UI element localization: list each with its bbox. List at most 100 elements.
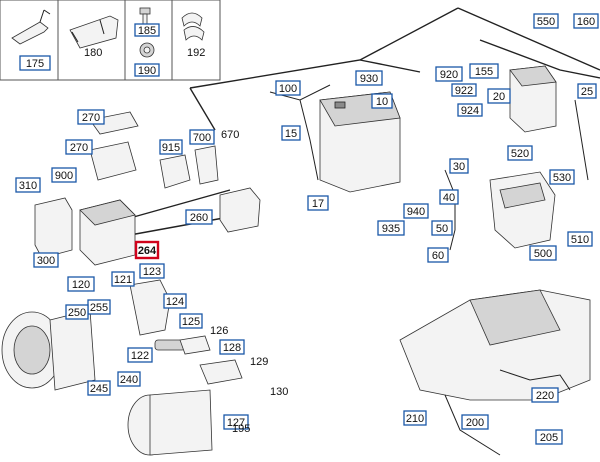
callout-label-255: 255 (90, 302, 108, 314)
callout-123[interactable]: 123 (139, 263, 165, 279)
callout-920[interactable]: 920 (435, 66, 463, 82)
callout-924[interactable]: 924 (457, 103, 483, 117)
callout-label-920: 920 (440, 69, 458, 81)
callout-label-17: 17 (312, 198, 324, 210)
callout-10[interactable]: 10 (371, 93, 393, 109)
starter-drawing (127, 389, 213, 456)
callout-label-260: 260 (190, 212, 208, 224)
callout-frame-17 (307, 195, 329, 211)
callout-frame-200 (461, 414, 489, 430)
callout-frame-10 (371, 93, 393, 109)
callout-155[interactable]: 155 (469, 63, 499, 79)
callout-label-127: 127 (227, 417, 245, 429)
callout-frame-100 (275, 80, 301, 96)
callout-20[interactable]: 20 (487, 88, 511, 104)
callout-270b[interactable]: 270 (65, 139, 93, 155)
callout-915[interactable]: 915 (159, 139, 183, 155)
callout-550[interactable]: 550 (533, 13, 559, 29)
callout-label-15: 15 (285, 128, 297, 140)
callout-200[interactable]: 200 (461, 414, 489, 430)
callout-label-670: 670 (221, 129, 239, 141)
callout-frame-125 (179, 313, 203, 329)
callout-label-300: 300 (37, 255, 55, 267)
callout-270a[interactable]: 270 (77, 109, 105, 125)
callout-label-924: 924 (461, 105, 479, 117)
callout-124[interactable]: 124 (163, 293, 187, 309)
callout-500[interactable]: 500 (529, 245, 557, 261)
callout-frame-924 (457, 103, 483, 117)
callout-510[interactable]: 510 (567, 231, 593, 247)
callout-frame-25 (577, 83, 597, 99)
callout-310[interactable]: 310 (15, 177, 41, 193)
callout-940[interactable]: 940 (403, 203, 429, 219)
callout-label-10: 10 (376, 96, 388, 108)
callout-15[interactable]: 15 (281, 125, 301, 141)
callout-label-195: 195 (232, 423, 250, 435)
callout-185[interactable]: 185 (134, 23, 160, 37)
callout-frame-160 (573, 13, 599, 29)
callout-label-930: 930 (360, 73, 378, 85)
callout-frame-920 (435, 66, 463, 82)
callout-30[interactable]: 30 (449, 158, 469, 174)
callout-frame-300 (33, 252, 59, 268)
callout-160[interactable]: 160 (573, 13, 599, 29)
bracket-175-drawing (11, 9, 51, 45)
callout-frame-40 (439, 189, 459, 205)
callout-120[interactable]: 120 (67, 276, 95, 292)
callout-300[interactable]: 300 (33, 252, 59, 268)
callout-250[interactable]: 250 (65, 304, 89, 320)
relay-270b-drawing (89, 141, 137, 181)
fuse-box-drawing (79, 199, 136, 266)
callout-label-510: 510 (571, 234, 589, 246)
callout-frame-124 (163, 293, 187, 309)
callout-60[interactable]: 60 (427, 247, 449, 263)
callout-128[interactable]: 128 (219, 339, 245, 355)
callout-205[interactable]: 205 (535, 429, 563, 445)
callout-frame-310 (15, 177, 41, 193)
callout-122[interactable]: 122 (127, 347, 153, 363)
callout-label-129: 129 (250, 356, 268, 368)
callout-label-100: 100 (279, 83, 297, 95)
nut-190-drawing (139, 42, 155, 58)
callout-121[interactable]: 121 (111, 271, 135, 287)
callout-label-160: 160 (577, 16, 595, 28)
callout-922[interactable]: 922 (451, 83, 477, 97)
callout-25[interactable]: 25 (577, 83, 597, 99)
callout-930[interactable]: 930 (355, 70, 383, 86)
aux-battery-drawing (509, 65, 557, 133)
callout-40[interactable]: 40 (439, 189, 459, 205)
callout-240[interactable]: 240 (117, 371, 141, 387)
connector-cluster-drawing (179, 335, 243, 385)
callout-530[interactable]: 530 (549, 169, 575, 185)
callout-label-155: 155 (475, 66, 493, 78)
callout-900[interactable]: 900 (51, 167, 77, 183)
callout-label-500: 500 (534, 248, 552, 260)
callout-220[interactable]: 220 (531, 387, 559, 403)
callout-700[interactable]: 700 (189, 129, 215, 145)
callout-127[interactable]: 127 (223, 414, 249, 430)
callout-frame-922 (451, 83, 477, 97)
callout-210[interactable]: 210 (403, 410, 427, 426)
callout-label-123: 123 (143, 266, 161, 278)
callout-label-520: 520 (511, 148, 529, 160)
callout-100[interactable]: 100 (275, 80, 301, 96)
module-915-drawing (159, 154, 191, 189)
callout-frame-550 (533, 13, 559, 29)
callout-175[interactable]: 175 (19, 55, 51, 71)
callout-frame-127 (223, 414, 249, 430)
callout-50[interactable]: 50 (431, 220, 453, 236)
callout-260[interactable]: 260 (185, 209, 213, 225)
callout-264[interactable]: 264 (134, 240, 160, 260)
callout-255[interactable]: 255 (87, 299, 111, 315)
callout-17[interactable]: 17 (307, 195, 329, 211)
callout-frame-915 (159, 139, 183, 155)
callout-label-20: 20 (493, 91, 505, 103)
callout-245[interactable]: 245 (87, 380, 111, 396)
callout-125[interactable]: 125 (179, 313, 203, 329)
callout-190[interactable]: 190 (134, 63, 160, 77)
callout-935[interactable]: 935 (377, 220, 405, 236)
callout-520[interactable]: 520 (507, 145, 533, 161)
callout-label-220: 220 (536, 390, 554, 402)
callout-frame-245 (87, 380, 111, 396)
